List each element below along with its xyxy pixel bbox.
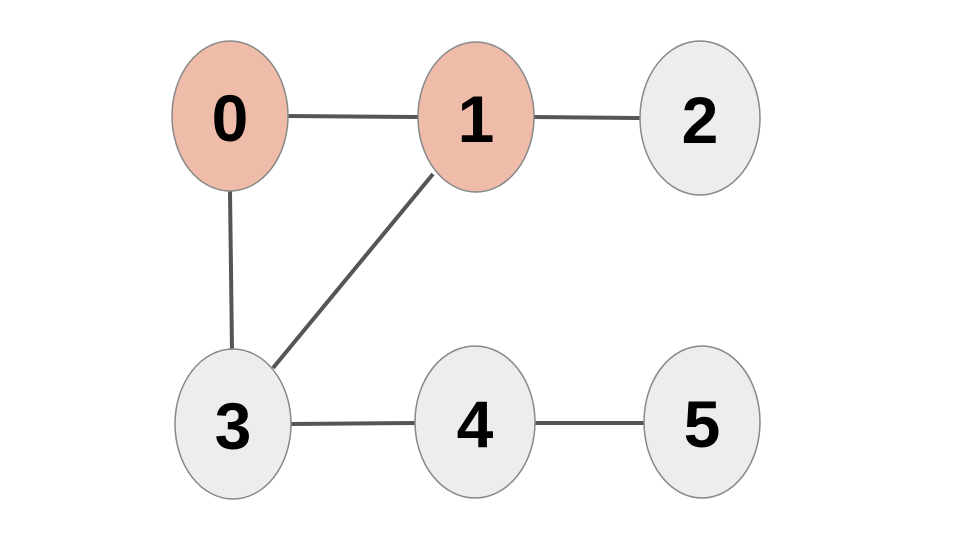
edge-1-3[interactable]	[271, 172, 435, 370]
node-0-shape[interactable]	[171, 40, 289, 192]
node-2-shape[interactable]	[639, 40, 761, 196]
node-0[interactable]: 0	[171, 40, 289, 192]
node-4[interactable]: 4	[414, 345, 536, 499]
edge-0-3[interactable]	[228, 190, 234, 351]
node-3[interactable]: 3	[174, 348, 292, 500]
node-1[interactable]: 1	[417, 41, 535, 193]
edges-layer	[228, 114, 645, 426]
node-3-shape[interactable]	[174, 348, 292, 500]
node-2[interactable]: 2	[639, 40, 761, 196]
node-4-shape[interactable]	[414, 345, 536, 499]
node-1-shape[interactable]	[417, 41, 535, 193]
nodes-layer: 0 1 2 3 4 5	[171, 40, 761, 500]
node-5-shape[interactable]	[643, 345, 761, 499]
edge-3-4[interactable]	[290, 421, 417, 426]
edge-1-2[interactable]	[533, 115, 642, 120]
node-5[interactable]: 5	[643, 345, 761, 499]
edge-0-1[interactable]	[287, 114, 419, 119]
